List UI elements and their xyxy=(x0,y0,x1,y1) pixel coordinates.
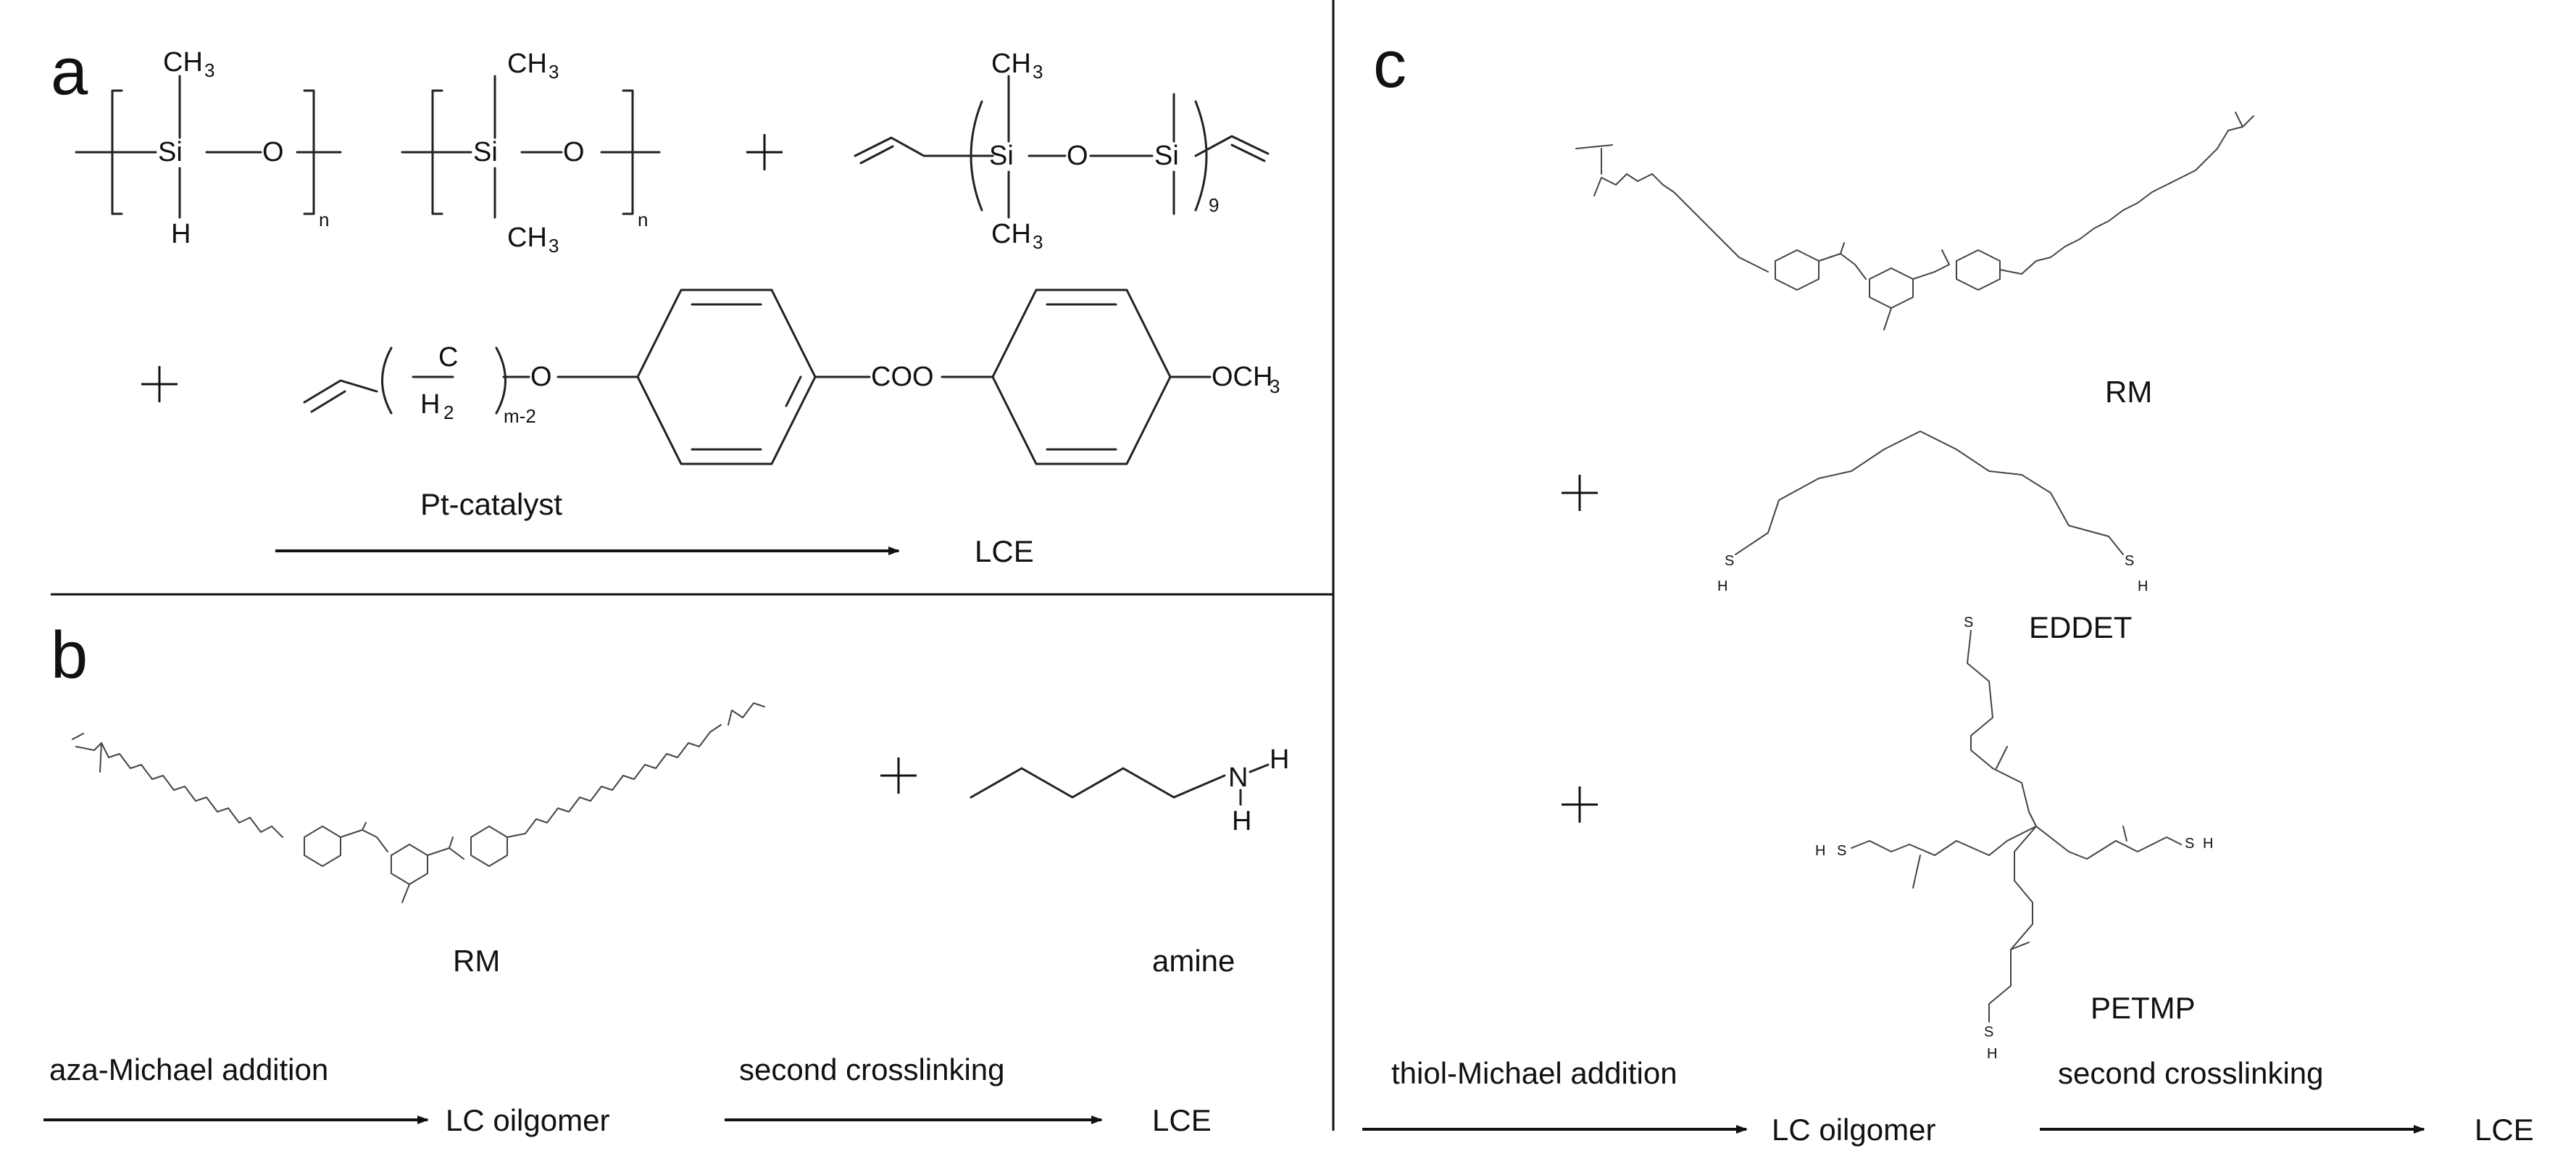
svg-text:COO: COO xyxy=(871,362,934,392)
catalyst-label: Pt-catalyst xyxy=(420,487,562,521)
amine-structure: N H H xyxy=(970,744,1289,836)
svg-text:H: H xyxy=(171,219,191,249)
svg-text:O: O xyxy=(262,137,284,167)
product-lce-b: LCE xyxy=(1152,1103,1212,1137)
svg-text:O: O xyxy=(563,137,585,167)
plus-sign xyxy=(880,757,917,794)
methylhydrosiloxane-structure: Si O CH 3 H n xyxy=(75,47,342,249)
plus-sign xyxy=(746,134,783,170)
svg-text:Si: Si xyxy=(1154,141,1179,171)
svg-text:S: S xyxy=(2185,836,2194,852)
svg-text:H: H xyxy=(1270,744,1289,775)
svg-text:Si: Si xyxy=(158,137,183,167)
panel-c-label: c xyxy=(1373,28,1406,101)
svg-text:n: n xyxy=(319,209,329,230)
svg-text:2: 2 xyxy=(443,402,454,423)
panel-a-label: a xyxy=(51,35,88,109)
svg-text:N: N xyxy=(1228,763,1248,793)
svg-text:O: O xyxy=(1067,141,1088,171)
step1-label-c: thiol-Michael addition xyxy=(1391,1056,1677,1090)
svg-text:3: 3 xyxy=(549,235,559,257)
rm-structure-c xyxy=(1575,112,2254,331)
panel-b: b RM N H H amine xyxy=(43,618,1289,1137)
svg-text:CH: CH xyxy=(507,223,547,253)
svg-text:3: 3 xyxy=(1033,61,1043,83)
petmp-structure: S S H S H S H xyxy=(1815,615,2213,1062)
plus-sign xyxy=(1562,786,1598,823)
svg-text:m-2: m-2 xyxy=(504,405,536,427)
svg-text:CH: CH xyxy=(163,47,203,78)
svg-text:3: 3 xyxy=(204,59,214,81)
step2-label-b: second crosslinking xyxy=(739,1052,1005,1087)
panel-b-label: b xyxy=(51,618,88,692)
svg-text:O: O xyxy=(530,362,552,392)
intermediate-label-c: LC oilgomer xyxy=(1772,1113,1935,1147)
plus-sign xyxy=(1562,475,1598,511)
svg-text:CH: CH xyxy=(991,49,1031,79)
svg-text:Si: Si xyxy=(989,141,1014,171)
svg-text:S: S xyxy=(1984,1024,1993,1040)
eddet-structure: S H S H xyxy=(1717,431,2148,594)
rm-structure-b xyxy=(72,702,765,903)
plus-sign xyxy=(141,366,178,402)
svg-text:Si: Si xyxy=(473,137,498,167)
svg-text:C: C xyxy=(438,342,458,373)
svg-text:H: H xyxy=(420,389,440,420)
svg-text:H: H xyxy=(1232,806,1251,836)
svg-text:3: 3 xyxy=(549,61,559,83)
svg-text:S: S xyxy=(1964,615,1973,631)
svg-text:CH: CH xyxy=(507,49,547,79)
dimethylsiloxane-structure: Si O CH 3 CH 3 n xyxy=(401,49,661,257)
panel-a: a Si O CH 3 H n Si O xyxy=(51,35,1280,568)
panel-c: c RM S H S H EDDET xyxy=(1362,28,2534,1147)
rm-label-c: RM xyxy=(2105,375,2152,409)
step1-label-b: aza-Michael addition xyxy=(49,1052,328,1087)
svg-text:CH: CH xyxy=(991,219,1031,249)
svg-text:H: H xyxy=(2203,836,2213,852)
step2-label-c: second crosslinking xyxy=(2058,1056,2324,1090)
petmp-label: PETMP xyxy=(2091,991,2196,1025)
svg-text:H: H xyxy=(2138,578,2148,594)
svg-text:3: 3 xyxy=(1033,231,1043,253)
svg-text:S: S xyxy=(2125,553,2134,569)
svg-text:OCH: OCH xyxy=(1212,362,1272,392)
amine-label: amine xyxy=(1152,944,1235,978)
intermediate-label-b: LC oilgomer xyxy=(446,1103,609,1137)
svg-text:H: H xyxy=(1717,578,1727,594)
svg-text:9: 9 xyxy=(1209,194,1219,216)
svg-text:n: n xyxy=(638,209,648,230)
svg-text:S: S xyxy=(1725,553,1734,569)
svg-text:H: H xyxy=(1815,843,1825,859)
rm-label-b: RM xyxy=(453,944,500,978)
mesogen-monomer-structure: C H 2 m-2 O COO OCH 3 xyxy=(303,288,1280,465)
svg-text:S: S xyxy=(1837,843,1846,859)
svg-text:3: 3 xyxy=(1270,375,1280,397)
product-lce-a: LCE xyxy=(975,534,1034,568)
svg-text:H: H xyxy=(1987,1046,1997,1062)
divinyl-siloxane-structure: Si O Si CH 3 CH 3 9 xyxy=(854,49,1270,253)
product-lce-c: LCE xyxy=(2475,1113,2534,1147)
eddet-label: EDDET xyxy=(2029,610,2132,644)
